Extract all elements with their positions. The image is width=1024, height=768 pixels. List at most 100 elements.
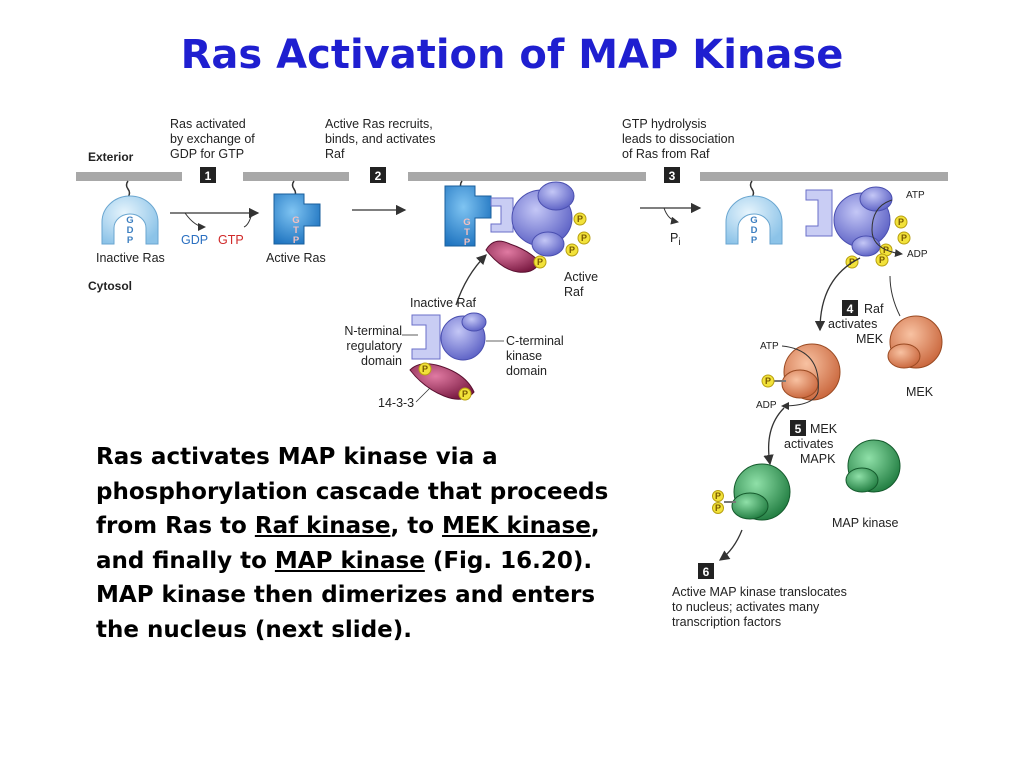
svg-text:activates: activates <box>828 317 877 331</box>
map-kinase-label: MAP kinase <box>832 516 899 530</box>
svg-text:G: G <box>463 217 470 228</box>
mek-kinase-term: MEK kinase <box>442 513 591 539</box>
slide-title: Ras Activation of MAP Kinase <box>180 32 844 78</box>
n-terminal-label: N-terminal regulatory domain <box>344 324 402 368</box>
mek-atp-arrow <box>781 345 819 410</box>
step1-badge: 1 <box>200 167 216 183</box>
svg-text:P: P <box>765 376 771 386</box>
svg-text:G: G <box>292 215 299 226</box>
svg-text:transcription factors: transcription factors <box>672 615 781 629</box>
leader-14-3-3 <box>415 387 431 403</box>
step2-badge: 2 <box>370 167 386 183</box>
svg-text:MAPK: MAPK <box>800 452 836 466</box>
svg-text:activates: activates <box>784 437 833 451</box>
svg-text:D: D <box>127 225 134 236</box>
active-mek-protein: P <box>761 343 841 401</box>
inactive-raf-protein: P P <box>409 312 487 401</box>
step6-arrow <box>718 529 743 561</box>
svg-text:binds, and activates: binds, and activates <box>325 132 436 146</box>
active-map-kinase-protein: P P <box>712 463 791 521</box>
svg-text:MEK: MEK <box>810 422 838 436</box>
mek-label: MEK <box>906 385 934 399</box>
active-raf-label-line2: Raf <box>564 285 584 299</box>
inactive-raf-label: Inactive Raf <box>410 296 477 310</box>
svg-text:4: 4 <box>847 302 854 316</box>
step4-arrow <box>814 257 861 332</box>
description-text-1: Ras activates MAP kinase via a phosphory… <box>96 444 609 539</box>
svg-text:P: P <box>901 233 907 243</box>
inactive-ras-protein-2: G D P <box>725 195 783 246</box>
svg-text:P: P <box>715 491 721 501</box>
svg-text:P: P <box>751 235 758 246</box>
map-kinase-protein <box>845 439 901 493</box>
svg-text:P: P <box>879 255 885 265</box>
svg-text:Active MAP kinase translocates: Active MAP kinase translocates <box>672 585 847 599</box>
svg-text:P: P <box>898 217 904 227</box>
gdp-release-arrow <box>184 212 206 231</box>
active-raf-label-line1: Active <box>564 270 598 284</box>
svg-text:P: P <box>464 237 471 248</box>
svg-text:6: 6 <box>703 565 710 579</box>
svg-text:regulatory: regulatory <box>346 339 402 353</box>
cytosol-label: Cytosol <box>88 279 132 293</box>
adp-label-mek: ADP <box>756 400 777 411</box>
svg-text:D: D <box>751 225 758 236</box>
svg-text:domain: domain <box>506 364 547 378</box>
svg-text:Raf: Raf <box>864 302 884 316</box>
svg-text:leads to dissociation: leads to dissociation <box>622 132 735 146</box>
svg-text:G: G <box>750 215 757 226</box>
svg-text:T: T <box>464 227 470 238</box>
svg-text:3: 3 <box>669 169 676 183</box>
svg-text:P: P <box>581 233 587 243</box>
description-paragraph: Ras activates MAP kinase via a phosphory… <box>96 440 626 647</box>
raf-kinase-term: Raf kinase <box>254 513 391 539</box>
active-ras-protein: G T P <box>273 193 321 246</box>
inactive-ras-protein: G D P <box>101 195 159 246</box>
raf-recruit-arrow <box>455 254 487 306</box>
svg-text:domain: domain <box>361 354 402 368</box>
released-raf-protein: P P P P P <box>805 186 911 269</box>
atp-label-mek: ATP <box>760 341 779 352</box>
label-14-3-3: 14-3-3 <box>378 396 414 410</box>
step4-caption: Raf activates MEK <box>828 302 884 346</box>
plasma-membrane <box>76 172 948 181</box>
svg-text:to nucleus; activates many: to nucleus; activates many <box>672 600 820 614</box>
svg-text:P: P <box>422 364 428 374</box>
map-kinase-term: MAP kinase <box>274 547 425 574</box>
svg-text:C-terminal: C-terminal <box>506 334 564 348</box>
step6-caption: Active MAP kinase translocates to nucleu… <box>672 585 847 629</box>
step2-caption: Active Ras recruits, binds, and activate… <box>325 117 436 161</box>
step1-caption: Ras activated by exchange of GDP for GTP <box>170 117 255 161</box>
svg-text:P: P <box>127 235 134 246</box>
svg-text:P: P <box>293 235 300 246</box>
step3-caption: GTP hydrolysis leads to dissociation of … <box>622 117 735 161</box>
atp-label-raf: ATP <box>906 190 925 201</box>
svg-text:2: 2 <box>375 169 382 183</box>
active-ras-label: Active Ras <box>266 251 326 265</box>
pi-label: Pi <box>670 231 681 248</box>
svg-text:1: 1 <box>205 169 212 183</box>
svg-text:5: 5 <box>795 422 802 436</box>
step6-badge: 6 <box>698 563 714 579</box>
step5-arrow <box>763 407 785 466</box>
description-text-4: (Fig. 16.20). MAP kinase then dimerizes … <box>96 547 596 643</box>
svg-text:N-terminal: N-terminal <box>344 324 402 338</box>
svg-text:P: P <box>715 503 721 513</box>
inactive-ras-label: Inactive Ras <box>96 251 165 265</box>
mek-protein <box>887 315 943 369</box>
step3-badge: 3 <box>664 167 680 183</box>
gdp-label: GDP <box>181 233 208 247</box>
step4-badge: 4 <box>842 300 858 316</box>
step5-caption: MEK activates MAPK <box>784 422 838 466</box>
svg-text:GTP hydrolysis: GTP hydrolysis <box>622 117 707 131</box>
c-terminal-label: C-terminal kinase domain <box>506 334 564 378</box>
svg-text:P: P <box>537 257 543 267</box>
svg-text:P: P <box>462 389 468 399</box>
ras-raf-complex: G T P <box>444 181 575 273</box>
step5-badge: 5 <box>790 420 806 436</box>
svg-text:P: P <box>577 214 583 224</box>
svg-text:P: P <box>569 245 575 255</box>
adp-label-raf: ADP <box>907 249 928 260</box>
mek-recruit-line <box>889 275 901 317</box>
